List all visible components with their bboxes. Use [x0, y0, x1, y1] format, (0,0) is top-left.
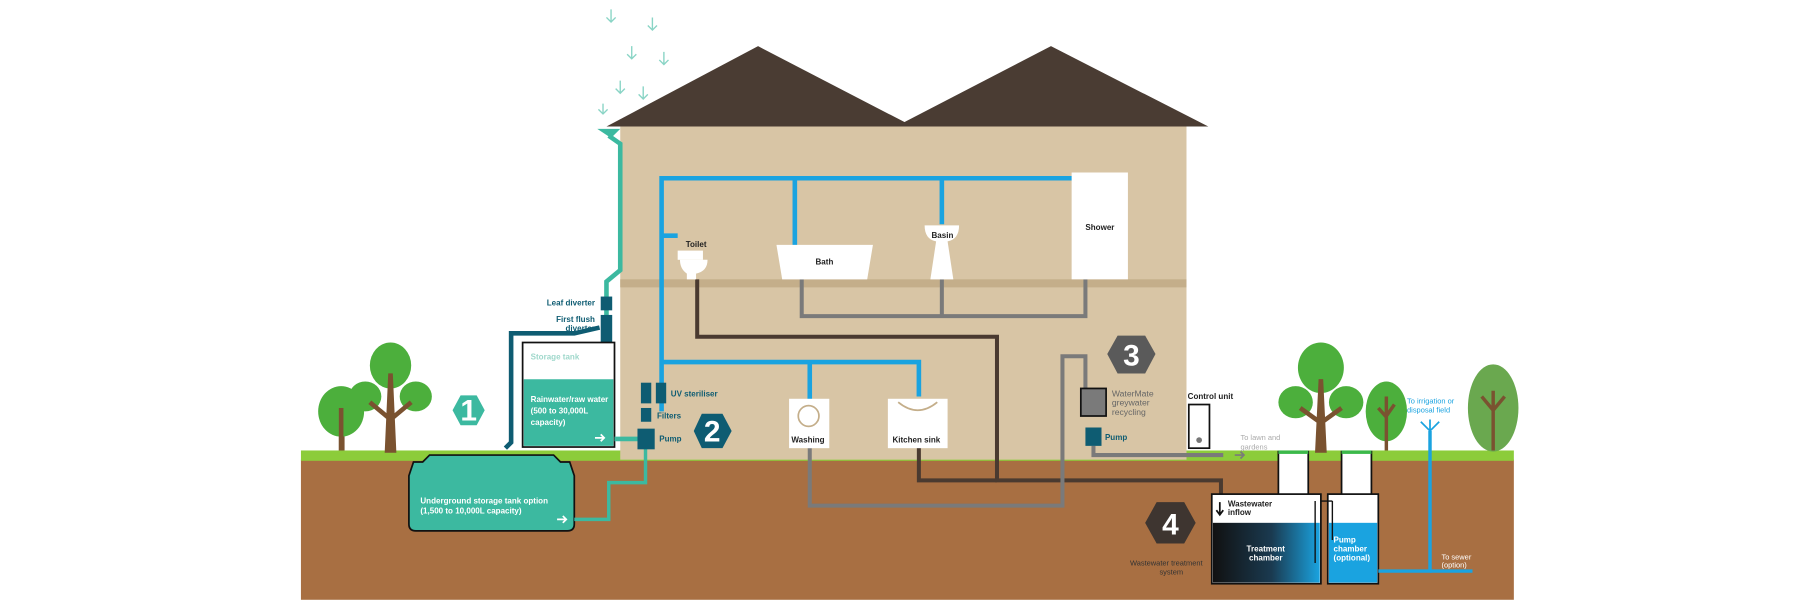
filters — [640, 407, 652, 422]
watermate-label-3: recycling — [1112, 407, 1146, 417]
first-flush-label: First flush — [556, 315, 595, 324]
svg-text:4: 4 — [1162, 508, 1179, 541]
step-2-badge: 2 — [693, 413, 732, 448]
rain-arrows — [597, 9, 669, 115]
bath-label: Bath — [816, 257, 834, 266]
kitchen-sink: Kitchen sink — [887, 398, 948, 449]
treatment-chamber-label: Treatment — [1247, 545, 1286, 554]
filters-label: Filters — [657, 411, 682, 420]
tree — [1365, 381, 1408, 451]
first-flush-diverter — [600, 314, 613, 344]
first-flush-label-2: diverter — [566, 324, 595, 333]
pump — [637, 428, 655, 450]
underground-pipe — [574, 448, 648, 522]
step-3-badge: 3 — [1107, 335, 1156, 374]
washing-machine: Washing — [789, 398, 830, 449]
step-4-badge: 4 — [1145, 502, 1196, 544]
to-lawn-label: To lawn and — [1240, 433, 1280, 442]
inflow-label-2: inflow — [1228, 508, 1252, 517]
pump-chamber-label-2: chamber — [1334, 545, 1367, 554]
washing-label: Washing — [791, 435, 824, 444]
tree — [1278, 342, 1364, 453]
inflow-label: Wastewater — [1228, 500, 1272, 509]
overflow-pipe — [503, 325, 601, 450]
uv-steriliser — [640, 382, 652, 404]
control-unit — [1187, 403, 1211, 450]
wastewater-system-label-2: system — [1159, 568, 1183, 577]
wastewater-system: Wastewater inflow Treatment chamber Pump… — [1210, 450, 1380, 585]
shower: Shower — [1071, 172, 1128, 280]
leaf-diverter — [600, 296, 613, 311]
underground-tank: Underground storage tank option (1,500 t… — [408, 454, 576, 532]
to-irrigation-label: To irrigation or — [1407, 396, 1455, 405]
toilet-label: Toilet — [686, 240, 707, 249]
greywater-pump — [1085, 427, 1102, 446]
treatment-units — [637, 382, 667, 450]
pump-chamber-label: Pump — [1334, 535, 1356, 544]
to-lawn-arrow — [1234, 451, 1246, 460]
tank-capacity: (500 to 30,000L — [531, 407, 589, 416]
blackwater-pipes — [695, 279, 1223, 497]
roof-right — [895, 46, 1209, 127]
to-sewer-label: To sewer — [1441, 553, 1471, 562]
treatment-chamber-label-2: chamber — [1249, 554, 1282, 563]
underground-tank-capacity: (1,500 to 10,000L capacity) — [420, 507, 522, 516]
uv-label: UV steriliser — [671, 389, 718, 398]
tank-text: Rainwater/raw water — [531, 395, 609, 404]
greywater-pump-label: Pump — [1105, 433, 1127, 442]
svg-text:3: 3 — [1123, 339, 1140, 372]
watermate-unit — [1079, 387, 1107, 417]
control-unit-label: Control unit — [1188, 392, 1234, 401]
wastewater-system-label: Wastewater treatment — [1130, 558, 1204, 567]
underground-tank-label: Underground storage tank option — [420, 496, 548, 505]
toilet: Toilet — [677, 240, 708, 280]
tree — [349, 342, 432, 453]
tank-capacity-2: capacity) — [531, 418, 566, 427]
to-sewer-label-2: (option) — [1441, 561, 1467, 570]
to-lawn-label-2: gardens — [1240, 442, 1267, 451]
pump-chamber-label-3: (optional) — [1334, 554, 1371, 563]
basin: Basin — [924, 225, 960, 280]
storage-tank-label: Storage tank — [531, 353, 580, 362]
leaf-diverter-label: Leaf diverter — [547, 299, 595, 308]
svg-text:1: 1 — [460, 395, 477, 428]
to-irrigation-label-2: disposal field — [1407, 406, 1450, 415]
tree — [1467, 364, 1519, 452]
outflow-pipes — [1378, 419, 1473, 573]
bath: Bath — [776, 244, 873, 280]
uv-steriliser — [655, 382, 667, 404]
roof-left — [606, 46, 914, 127]
storage-tank: Storage tank Rainwater/raw water (500 to… — [521, 341, 616, 448]
svg-text:2: 2 — [704, 415, 721, 448]
kitchen-sink-label: Kitchen sink — [892, 435, 940, 444]
pump-label: Pump — [659, 434, 681, 443]
basin-label: Basin — [932, 231, 954, 240]
step-1-badge: 1 — [452, 395, 485, 428]
greywater-pipes — [799, 279, 1224, 508]
shower-label: Shower — [1085, 223, 1114, 232]
watermate-label-2: greywater — [1112, 398, 1150, 408]
gutter — [597, 128, 621, 139]
watermate-label: WaterMate — [1112, 388, 1154, 398]
